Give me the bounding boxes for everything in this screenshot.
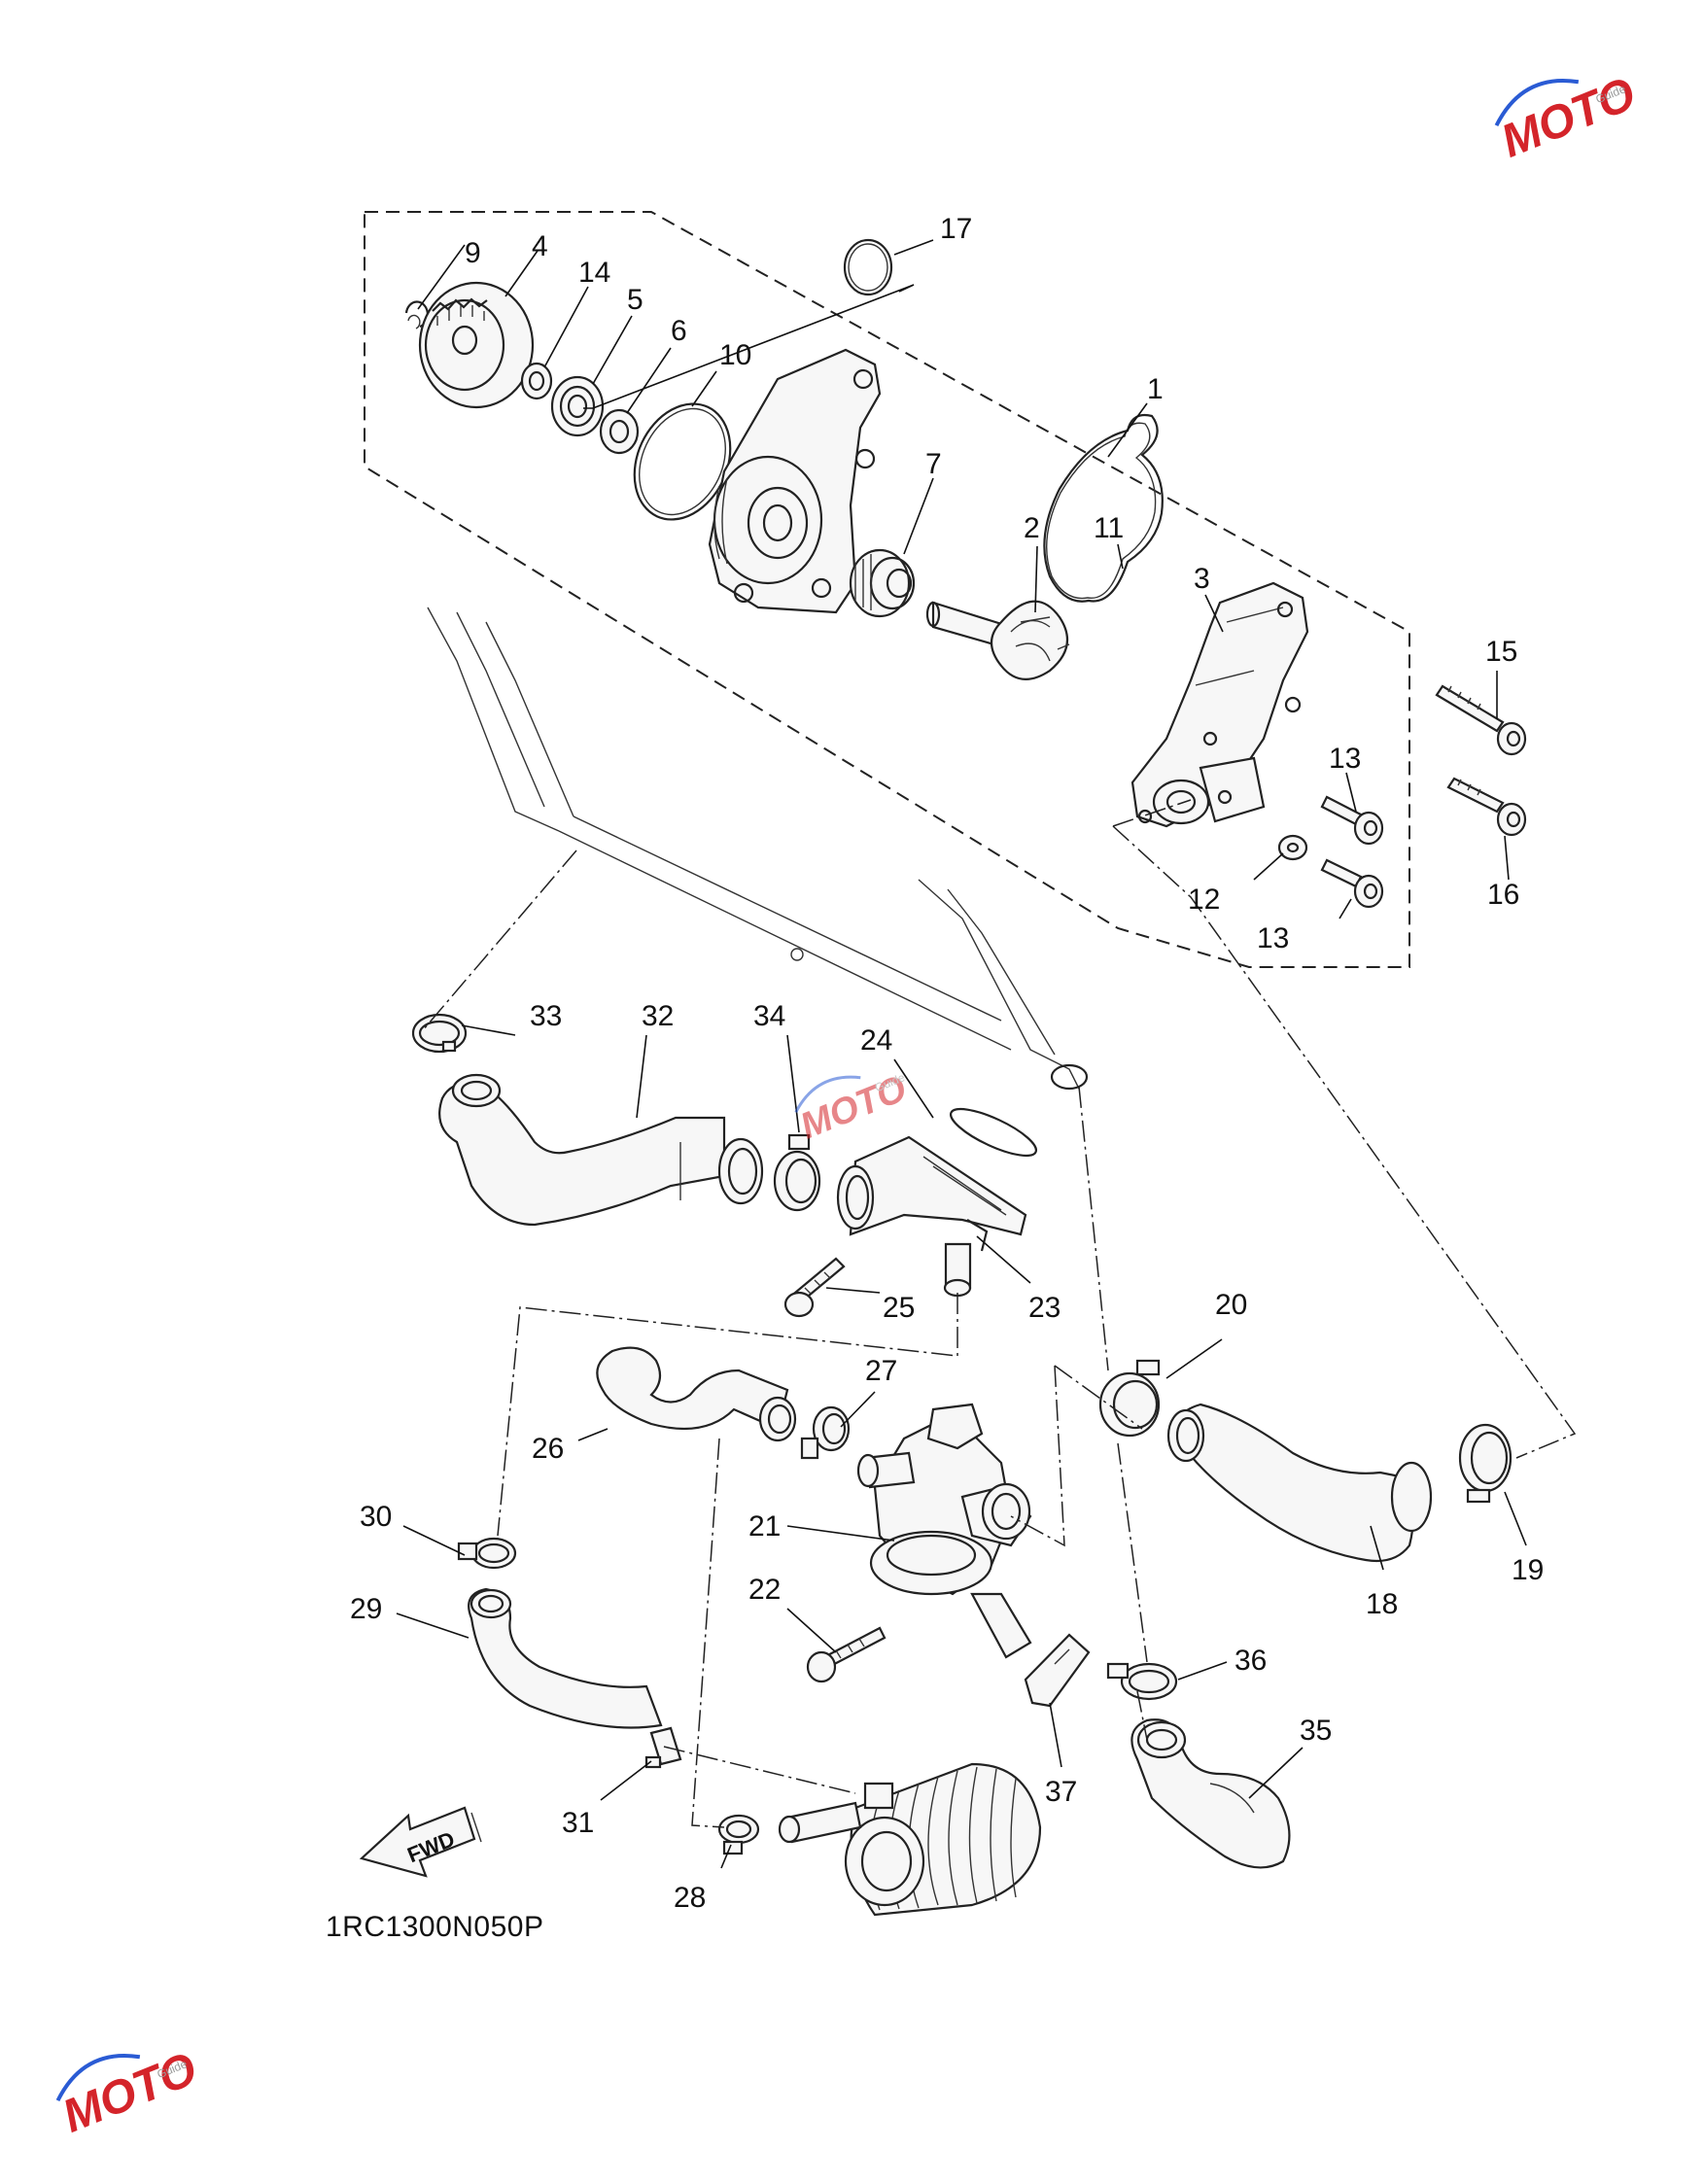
part-24-o-ring	[949, 1107, 1038, 1158]
callout-22: 22	[748, 1574, 781, 1606]
callout-20: 20	[1215, 1289, 1247, 1321]
part-37-bracket	[1024, 1633, 1091, 1708]
part-5-bearing	[550, 375, 605, 437]
callout-13-upper: 13	[1329, 743, 1361, 775]
watermark-bottom-left: MOTO Guide	[55, 2043, 204, 2143]
callout-6: 6	[671, 315, 687, 347]
assembly-boundary	[364, 211, 1410, 968]
part-3-pump-cover	[1130, 581, 1309, 828]
callout-23: 23	[1028, 1292, 1061, 1324]
callout-14: 14	[578, 257, 610, 289]
part-16-bolt	[1446, 777, 1527, 837]
oil-cooler	[778, 1762, 1042, 1917]
part-29-hose	[468, 1587, 663, 1729]
part-27-clamp	[800, 1405, 851, 1460]
part-25-bolt	[783, 1257, 846, 1318]
radiator-outline	[427, 607, 1089, 1091]
part-36-clamp	[1106, 1662, 1178, 1701]
part-19-clamp	[1458, 1423, 1513, 1504]
callout-17: 17	[940, 213, 972, 245]
callout-34: 34	[753, 1000, 785, 1032]
callout-31: 31	[562, 1807, 594, 1839]
callout-30: 30	[360, 1501, 392, 1533]
watermark-top-right: MOTO Guide	[1494, 68, 1643, 168]
part-11-gasket	[1043, 413, 1164, 603]
part-17-o-ring	[843, 238, 893, 296]
pump-housing	[708, 348, 882, 614]
callout-32: 32	[642, 1000, 674, 1032]
callout-33: 33	[530, 1000, 562, 1032]
watermark-swoosh	[1494, 79, 1580, 127]
part-15-bolt	[1435, 684, 1527, 756]
callout-10: 10	[719, 339, 751, 371]
watermark-center: MOTO Guide	[794, 1068, 912, 1147]
part-28-clamp	[717, 1814, 760, 1855]
leader-lines	[396, 239, 1527, 1869]
callout-2: 2	[1024, 512, 1040, 544]
callout-28: 28	[674, 1882, 706, 1914]
part-33-clamp	[411, 1013, 468, 1054]
callout-11: 11	[1094, 512, 1124, 544]
diagram-code: 1RC1300N050P	[326, 1911, 543, 1943]
callout-26: 26	[532, 1433, 564, 1465]
callout-9: 9	[465, 237, 481, 269]
part-21-housing	[856, 1403, 1032, 1659]
part-31-clamp	[644, 1726, 682, 1769]
part-35-hose	[1130, 1718, 1291, 1869]
callout-24: 24	[860, 1024, 892, 1057]
part-26-hose	[596, 1346, 797, 1442]
part-34-clamp	[773, 1133, 821, 1212]
callout-21: 21	[748, 1510, 781, 1543]
part-32-hose	[438, 1073, 764, 1227]
part-7-mechanical-seal	[849, 548, 916, 618]
callout-15: 15	[1485, 636, 1517, 668]
part-20-clamp	[1098, 1359, 1161, 1438]
callout-16: 16	[1487, 879, 1519, 911]
callout-13-lower: 13	[1257, 922, 1289, 954]
part-22-bolt	[806, 1626, 887, 1683]
callout-12: 12	[1188, 884, 1220, 916]
part-12-washer	[1277, 834, 1308, 861]
part-13-bolt-upper	[1320, 795, 1384, 846]
callout-25: 25	[883, 1292, 915, 1324]
callout-18: 18	[1366, 1588, 1398, 1620]
part-4-drive-gear	[418, 281, 535, 409]
callout-27: 27	[865, 1355, 897, 1387]
callout-4: 4	[532, 230, 548, 262]
part-30-clamp	[457, 1537, 517, 1570]
callout-29: 29	[350, 1593, 382, 1625]
callout-5: 5	[627, 284, 643, 316]
part-14-washer	[520, 362, 553, 400]
callout-3: 3	[1194, 563, 1210, 595]
callout-1: 1	[1147, 373, 1164, 405]
part-18-hose	[1166, 1403, 1433, 1563]
callout-7: 7	[925, 448, 942, 480]
callout-37: 37	[1045, 1776, 1077, 1808]
part-2-impeller	[925, 600, 1070, 680]
watermark-swoosh	[55, 2054, 141, 2102]
connection-lines	[422, 799, 1577, 1828]
callout-36: 36	[1235, 1645, 1267, 1677]
callout-35: 35	[1300, 1715, 1332, 1747]
part-6-oil-seal	[599, 408, 640, 455]
part-23-pipe	[836, 1135, 1027, 1298]
fwd-arrow: FWD	[359, 1806, 482, 1878]
callout-19: 19	[1512, 1554, 1544, 1586]
watermark-swoosh	[794, 1075, 861, 1113]
callouts: 1 2 3 4 5 6 7 9 10 11 12 13 13 14 15 16 …	[350, 213, 1544, 1914]
part-13-bolt-lower	[1320, 858, 1384, 909]
